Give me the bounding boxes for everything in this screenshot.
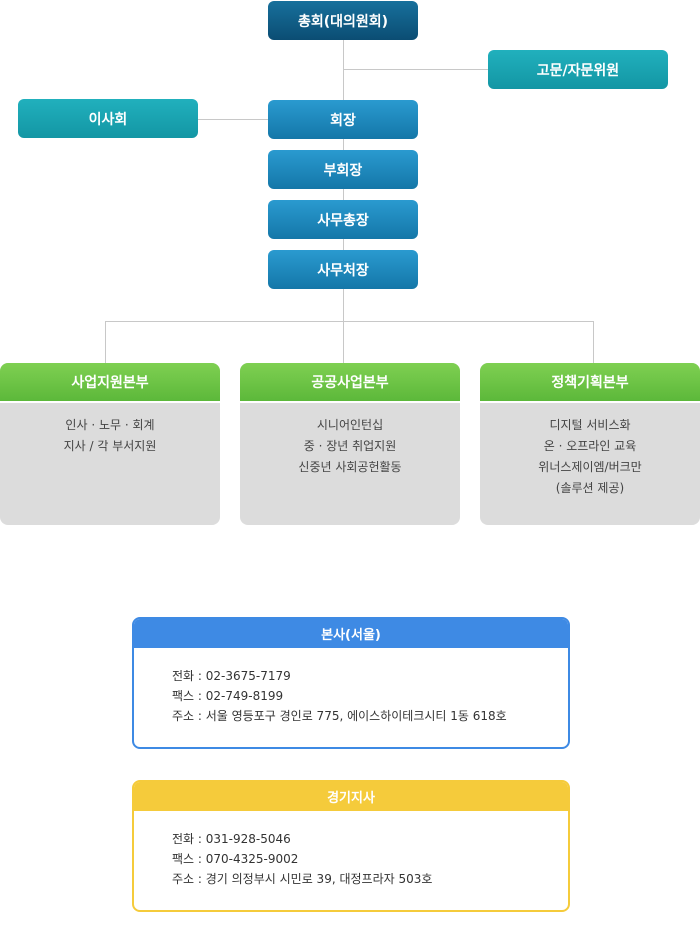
connector-line	[343, 321, 344, 363]
dept-title: 사업지원본부	[0, 363, 220, 403]
office-phone: 전화 : 02-3675-7179	[172, 669, 291, 683]
office-title: 경기지사	[134, 782, 568, 811]
org-advisors: 고문/자문위원	[488, 50, 668, 89]
dept-item: 지사 / 각 부서지원	[63, 439, 157, 453]
dept-public-business: 공공사업본부 시니어인턴십 중 · 장년 취업지원 신중년 사회공헌활동	[240, 363, 460, 525]
connector-line	[198, 119, 268, 120]
connector-line	[105, 321, 106, 363]
connector-line	[105, 321, 594, 322]
dept-title: 공공사업본부	[240, 363, 460, 403]
org-general-assembly: 총회(대의원회)	[268, 1, 418, 40]
dept-policy-planning: 정책기획본부 디지털 서비스화 온 · 오프라인 교육 위너스제이엠/버크만 (…	[480, 363, 700, 525]
dept-item: 중 · 장년 취업지원	[303, 439, 397, 453]
dept-item: 디지털 서비스화	[549, 418, 631, 432]
office-fax: 팩스 : 070-4325-9002	[172, 852, 299, 866]
office-hq: 본사(서울) 전화 : 02-3675-7179 팩스 : 02-749-819…	[132, 617, 570, 749]
dept-title: 정책기획본부	[480, 363, 700, 403]
dept-item: 시니어인턴십	[316, 418, 384, 432]
dept-business-support: 사업지원본부 인사 · 노무 · 회계 지사 / 각 부서지원	[0, 363, 220, 525]
org-secretary-general: 사무총장	[268, 200, 418, 239]
office-address: 주소 : 서울 영등포구 경인로 775, 에이스하이테크시티 1동 618호	[172, 709, 507, 723]
org-office-director: 사무처장	[268, 250, 418, 289]
office-fax: 팩스 : 02-749-8199	[172, 689, 284, 703]
office-address: 주소 : 경기 의정부시 시민로 39, 대정프라자 503호	[172, 872, 433, 886]
dept-item: 온 · 오프라인 교육	[543, 439, 637, 453]
dept-item: 인사 · 노무 · 회계	[65, 418, 155, 432]
connector-line	[343, 69, 488, 70]
office-title: 본사(서울)	[134, 619, 568, 648]
org-president: 회장	[268, 100, 418, 139]
dept-item: 위너스제이엠/버크만	[538, 460, 642, 474]
dept-item: (솔루션 제공)	[555, 481, 625, 495]
connector-line	[593, 321, 594, 363]
org-board: 이사회	[18, 99, 198, 138]
org-vice-president: 부회장	[268, 150, 418, 189]
office-phone: 전화 : 031-928-5046	[172, 832, 291, 846]
office-gyeonggi: 경기지사 전화 : 031-928-5046 팩스 : 070-4325-900…	[132, 780, 570, 912]
dept-item: 신중년 사회공헌활동	[298, 460, 402, 474]
